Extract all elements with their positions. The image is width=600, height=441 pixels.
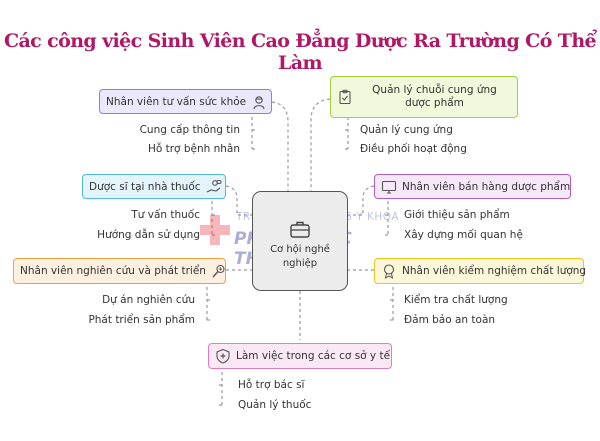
sub-item: Quản lý thuốc xyxy=(238,399,312,411)
node-ban-hang: Nhân viên bán hàng dược phẩm xyxy=(374,174,571,199)
sub-item: Tư vấn thuốc xyxy=(131,209,200,221)
node-nha-thuoc: Dược sĩ tại nhà thuốc xyxy=(82,174,226,199)
node-label: Nhân viên tư vấn sức khỏe xyxy=(106,95,247,108)
node-tu-van-suc-khoe: Nhân viên tư vấn sức khỏe xyxy=(99,89,272,114)
quality-badge-icon xyxy=(383,264,395,279)
node-label: Nhân viên kiểm nghiệm chất lượng xyxy=(402,265,587,277)
hand-pills-icon xyxy=(206,179,222,192)
sub-item: Hướng dẫn sử dụng xyxy=(97,229,200,241)
sub-item: Hỗ trợ bác sĩ xyxy=(238,379,305,391)
sub-item: Hỗ trợ bệnh nhân xyxy=(147,143,240,155)
briefcase-icon xyxy=(290,221,310,238)
shield-cross-icon xyxy=(216,348,230,364)
node-co-so-y-te: Làm việc trong các cơ sở y tế xyxy=(208,343,392,369)
sub-item: Dự án nghiên cứu xyxy=(102,294,195,306)
sub-item: Đảm bảo an toàn xyxy=(404,314,496,326)
node-label: Nhân viên nghiên cứu và phát triển xyxy=(20,265,206,277)
sub-item: Cung cấp thông tin xyxy=(139,124,240,136)
sub-item: Quản lý cung ứng xyxy=(360,124,453,136)
clipboard-icon xyxy=(339,89,351,105)
doctor-icon xyxy=(253,95,265,109)
sub-item: Xây dựng mối quan hệ xyxy=(404,229,523,241)
sub-item: Điều phối hoạt động xyxy=(360,143,467,155)
research-icon xyxy=(212,264,225,278)
diagram-title: Các công việc Sinh Viên Cao Đẳng Dược Ra… xyxy=(3,30,597,74)
sub-item: Giới thiệu sản phẩm xyxy=(404,209,510,221)
sub-item: Phát triển sản phẩm xyxy=(88,314,195,326)
node-label: Làm việc trong các cơ sở y tế xyxy=(236,350,391,362)
node-label: Quản lý chuỗi cung ứng dược phẩm xyxy=(372,84,497,109)
monitor-icon xyxy=(381,180,397,194)
node-nghien-cuu: Nhân viên nghiên cứu và phát triển xyxy=(13,258,226,284)
node-kiem-nghiem: Nhân viên kiểm nghiệm chất lượng xyxy=(374,258,587,284)
center-label: Cơ hội nghề nghiệp xyxy=(270,244,330,269)
node-label: Nhân viên bán hàng dược phẩm xyxy=(402,180,571,193)
sub-item: Kiểm tra chất lượng xyxy=(404,294,508,306)
node-chuoi-cung-ung: Quản lý chuỗi cung ứng dược phẩm xyxy=(330,76,518,118)
center-node: Cơ hội nghề nghiệp xyxy=(252,191,348,291)
node-label: Dược sĩ tại nhà thuốc xyxy=(89,180,201,193)
